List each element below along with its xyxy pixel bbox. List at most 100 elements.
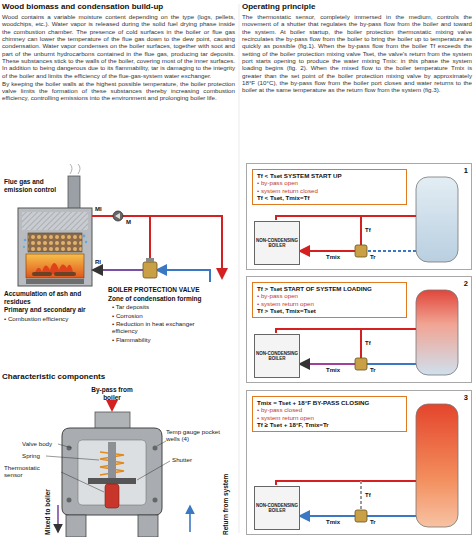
drawing-part [276,329,416,333]
bullet-note: • Reduction in heat exchanger efficiency [112,320,212,335]
drawing-part [46,456,99,460]
body-text: Wood contains a variable moisture conten… [2,13,235,79]
callout-label: Zone of condensation forming [108,295,220,303]
temperature-tag: Tf [365,492,371,499]
bullet-note: • Corrosion [112,312,220,319]
boiler-label: NON-CONDENSING BOILER [256,238,298,248]
drawing-part [70,164,80,174]
state-box: Tf > Tset START OF SYSTEM LOADING• by-pa… [252,282,407,318]
drawing-part [24,239,27,242]
bullet-note: • Tar deposits [112,303,220,310]
state-title: Tf > Tset START OF SYSTEM LOADING [257,285,402,292]
drawing-part [146,258,154,262]
boiler-box: NON-CONDENSING BOILER [254,221,300,265]
valve-section [46,403,190,537]
state-bullet: • by-pass open [257,179,402,186]
temperature-tag: Tr [370,254,376,261]
temperature-tag: Tmix [326,367,340,374]
drawing-part [67,498,72,503]
boiler-label: NON-CONDENSING BOILER [256,351,298,361]
drawing-part [367,515,416,517]
drawing-part [355,510,367,522]
drawing-part [416,177,458,262]
drawing-part [367,250,416,252]
state-bullet: • system return open [257,414,402,421]
state-formula: Tf < Tset, Tmix=Tf [257,194,402,201]
body-text: The thermostatic sensor, completely imme… [242,13,472,93]
drawing-part [54,272,76,276]
drawing-part [276,216,416,220]
state-bullet: • by-pass closed [257,406,402,413]
drawing-part [58,444,72,448]
drawing-part [149,216,151,262]
state-box: Tf < Tset SYSTEM START UP• by-pass open•… [252,169,407,205]
drawing-part [18,208,92,286]
figure-number: 1 [464,166,468,175]
boiler-box: NON-CONDENSING BOILER [254,334,300,378]
port-label: Return from system [222,474,229,535]
column-rule [239,4,240,533]
bullet-note: • Flammability [112,336,220,343]
drawing-part [137,461,170,480]
temperature-tag: Tr [370,367,376,374]
drawing-part [416,404,458,527]
drawing-part [26,279,84,284]
pipe-tag: RI [95,259,101,266]
drawing-part [143,262,157,278]
state-formula: Tf > Tset, Tmix=Tset [257,307,402,314]
drawing-part [300,250,355,252]
drawing-part [153,446,158,451]
port-label: By-pass from boiler [82,386,142,401]
drawing-part [23,246,25,248]
drawing-part [67,446,72,451]
drawing-part [105,484,119,508]
drawing-part [95,412,130,430]
section-heading: Characteristic components [2,372,235,381]
port-label: Mixed to boiler [44,489,51,535]
state-bullet: • system return closed [257,187,402,194]
boiler-drawing [18,164,222,286]
drawing-part [189,506,191,532]
drawing-part [360,329,362,359]
part-name: Shutter [172,456,192,463]
drawing-part [108,442,116,478]
drawing-part [355,245,367,257]
drawing-part [360,216,362,246]
drawing-part [92,216,222,278]
drawing-part [153,498,158,503]
section-heading: Operating principle [242,2,472,11]
state-box: Tmix = Tset + 18°F BY-PASS CLOSING• by-p… [252,396,407,432]
callout-label: Primary and secondary air [4,306,102,314]
text-holder: NON-CONDENSING BOILER [256,238,298,248]
part-name: Valve body [22,440,52,447]
drawing-part [57,505,59,532]
drawing-part [88,478,136,484]
drawing-part [113,211,123,221]
drawing-part [115,213,120,219]
drawing-part [26,254,84,278]
state-title: Tmix = Tset + 18°F BY-PASS CLOSING [257,399,402,406]
drawing-part [66,515,86,537]
text-holder: NON-CONDENSING BOILER [256,503,298,513]
state-title: Tf < Tset SYSTEM START UP [257,172,402,179]
pipe-tag: MI [95,206,102,213]
drawing-part [300,363,355,365]
drawing-part [360,481,362,511]
drawing-part [138,515,158,537]
figure-panel: 3Tmix = Tset + 18°F BY-PASS CLOSING• by-… [246,390,472,535]
drawing-part [111,403,113,410]
temperature-tag: Tf [365,340,371,347]
part-name: Temp gauge pocket wells (4) [166,428,232,443]
callout-label: Flue gas and emission control [4,178,64,193]
state-formula: Tf ≥ Tset + 18°F, Tmix=Tr [257,421,402,428]
drawing-part [22,212,88,230]
drawing-part [62,428,162,515]
drawing-part [416,290,458,375]
drawing-part [276,481,416,485]
body-text: By keeping the boiler walls at the highe… [2,80,235,102]
state-bullet: • by-pass open [257,292,402,299]
temperature-tag: Tr [370,519,376,526]
drawing-part [157,441,166,446]
figure-panel: 2Tf > Tset START OF SYSTEM LOADING• by-p… [246,276,472,383]
figure-panel: 1 Tf < Tset SYSTEM START UP• by-pass open… [246,163,472,270]
